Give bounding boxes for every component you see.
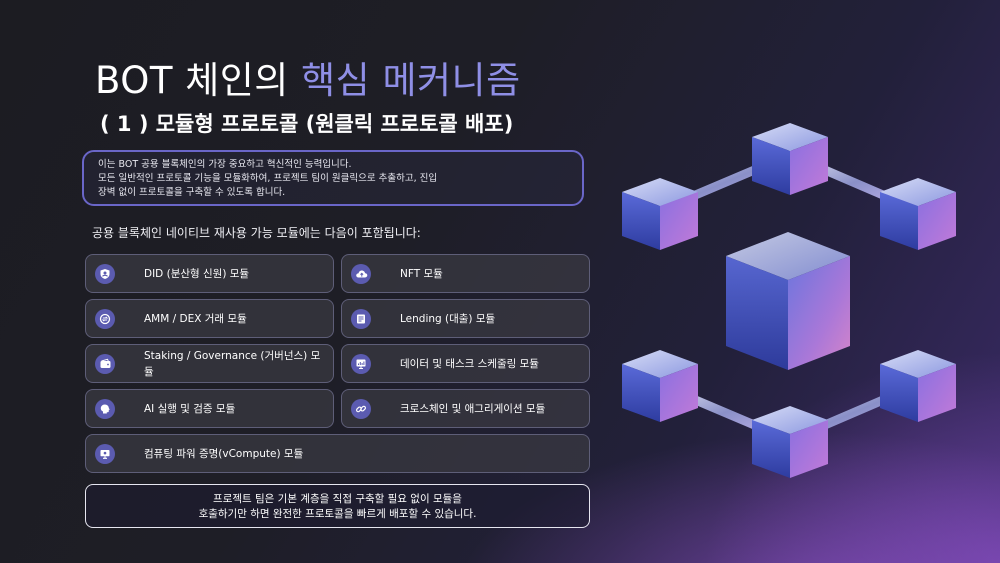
intro-line: 이는 BOT 공용 블록체인의 가장 중요하고 혁신적인 능력입니다. [98, 159, 352, 170]
module-label: 컴퓨팅 파워 증명(vCompute) 모듈 [144, 447, 304, 460]
blockchain-cubes-illustration [622, 123, 956, 478]
module-label: Lending (대출) 모듈 [400, 312, 496, 325]
summary-box: 프로젝트 팀은 기본 계층을 직접 구축할 필요 없이 모듈을 호출하기만 하면… [85, 484, 590, 528]
link-icon [351, 398, 371, 419]
exchange-icon [95, 308, 115, 329]
cloud-upload-icon [351, 263, 371, 284]
module-card-staking-governance: Staking / Governance (거버넌스) 모듈 [85, 344, 334, 383]
module-card-nft: NFT 모듈 [341, 254, 590, 293]
module-card-ai-execution: AI 실행 및 검증 모듈 [85, 389, 334, 428]
monitor-icon [95, 443, 115, 464]
module-label: 크로스체인 및 애그리게이션 모듈 [400, 402, 546, 415]
modules-lead-text: 공용 블록체인 네이티브 재사용 가능 모듈에는 다음이 포함됩니다: [92, 226, 421, 240]
title-part-accent: 핵심 메커니즘 [301, 59, 521, 102]
chart-board-icon [351, 353, 371, 374]
wallet-icon [95, 353, 115, 374]
module-card-crosschain: 크로스체인 및 애그리게이션 모듈 [341, 389, 590, 428]
module-label: NFT 모듈 [400, 267, 443, 280]
shield-person-icon [95, 263, 115, 284]
summary-line: 프로젝트 팀은 기본 계층을 직접 구축할 필요 없이 모듈을 [213, 493, 462, 505]
ledger-icon [351, 308, 371, 329]
brain-icon [95, 398, 115, 419]
module-card-data-scheduling: 데이터 및 태스크 스케줄링 모듈 [341, 344, 590, 383]
center-cube [726, 232, 850, 370]
module-label: DID (분산형 신원) 모듈 [144, 267, 250, 280]
module-card-vcompute: 컴퓨팅 파워 증명(vCompute) 모듈 [85, 434, 590, 473]
module-label: AI 실행 및 검증 모듈 [144, 402, 236, 415]
intro-box: 이는 BOT 공용 블록체인의 가장 중요하고 혁신적인 능력입니다. 모든 일… [82, 150, 584, 206]
module-label: AMM / DEX 거래 모듈 [144, 312, 247, 325]
module-card-did: DID (분산형 신원) 모듈 [85, 254, 334, 293]
module-card-lending: Lending (대출) 모듈 [341, 299, 590, 338]
intro-line: 모든 일반적인 프로토콜 기능을 모듈화하여, 프로젝트 팀이 원클릭으로 추출… [98, 173, 438, 184]
module-label: 데이터 및 태스크 스케줄링 모듈 [400, 357, 539, 370]
summary-line: 호출하기만 하면 완전한 프로토콜을 빠르게 배포할 수 있습니다. [198, 508, 477, 520]
slide-subtitle: ( 1 ) 모듈형 프로토콜 (원클릭 프로토콜 배포) [100, 112, 514, 136]
title-part-white: BOT 체인의 [95, 59, 302, 102]
module-card-amm-dex: AMM / DEX 거래 모듈 [85, 299, 334, 338]
module-label: Staking / Governance (거버넌스) 모듈 [144, 349, 321, 378]
intro-line: 장벽 없이 프로토콜을 구축할 수 있도록 합니다. [98, 187, 286, 198]
slide-title: BOT 체인의 핵심 메커니즘 [95, 50, 521, 104]
